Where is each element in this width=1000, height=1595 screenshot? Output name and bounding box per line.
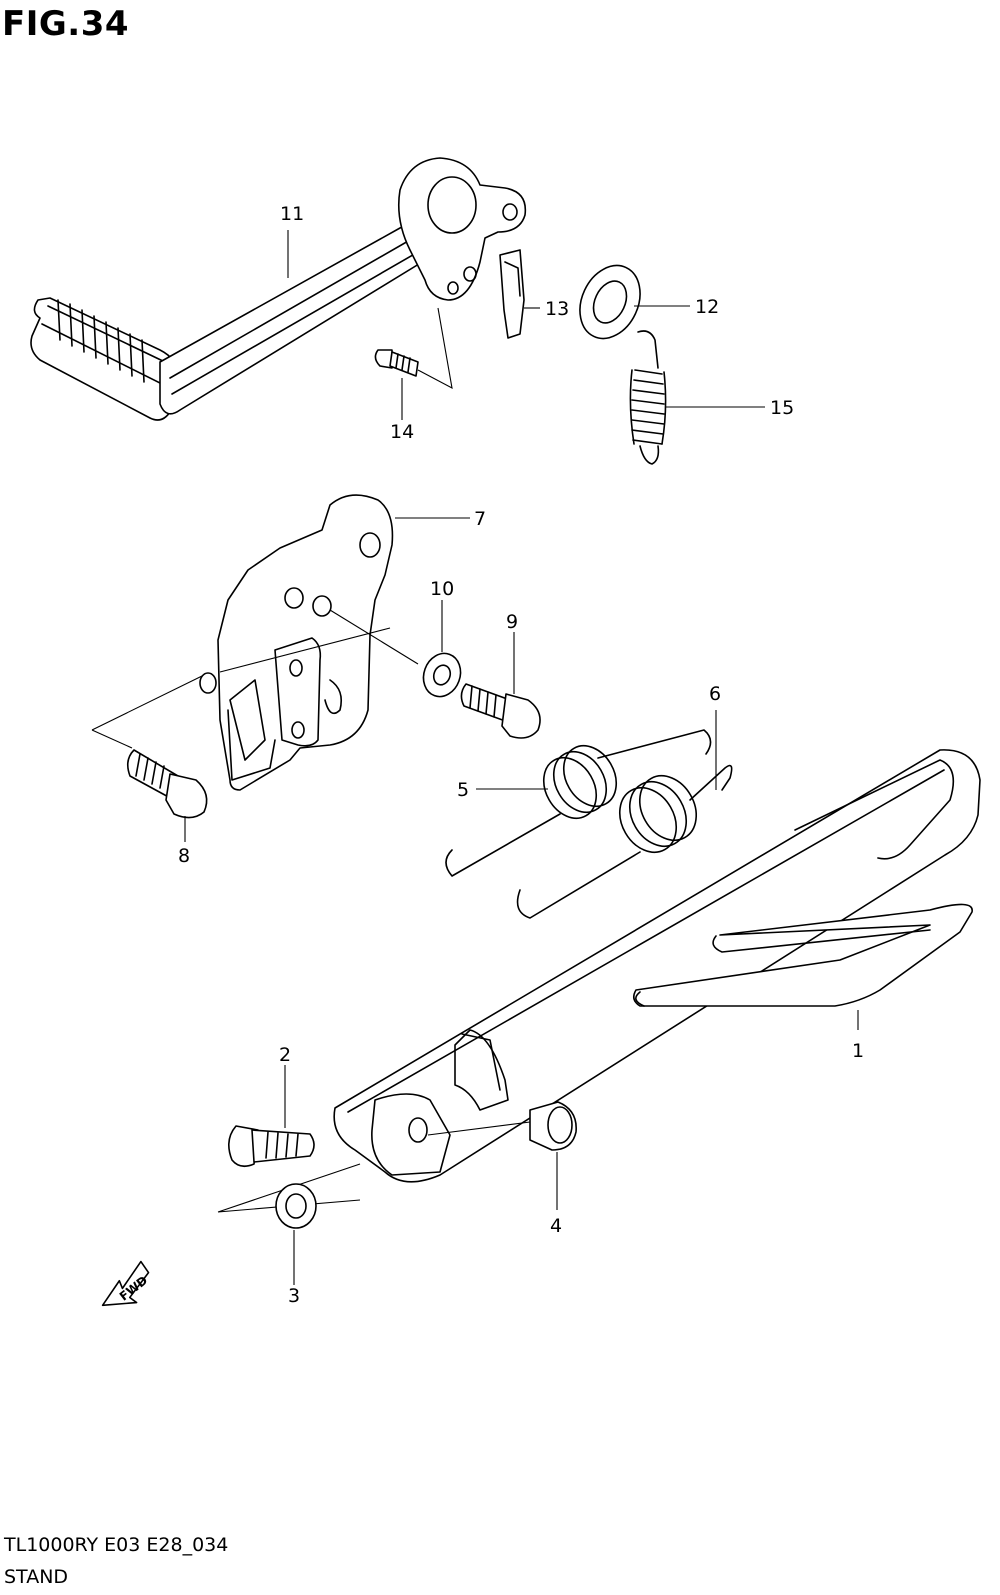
callout-14: 14 xyxy=(390,421,414,443)
part-3-washer: 3 xyxy=(275,1183,317,1307)
part-10-washer: 10 xyxy=(422,578,462,698)
figure-title: FIG.34 xyxy=(2,4,130,44)
part-15-spring: 15 xyxy=(629,330,794,465)
part-12-washer: 12 xyxy=(579,264,719,340)
callout-6: 6 xyxy=(709,683,721,705)
part-9-bolt: 9 xyxy=(460,611,541,739)
callout-1: 1 xyxy=(852,1040,864,1062)
callout-10: 10 xyxy=(430,578,454,600)
fwd-arrow-icon: FWD xyxy=(101,1260,150,1307)
callout-15: 15 xyxy=(770,397,794,419)
callout-3: 3 xyxy=(288,1285,300,1307)
part-13-clip: 13 xyxy=(499,249,569,339)
callout-2: 2 xyxy=(279,1044,291,1066)
callout-13: 13 xyxy=(545,298,569,320)
callout-4: 4 xyxy=(550,1215,562,1237)
part-14-bolt: 14 xyxy=(374,307,453,443)
callout-9: 9 xyxy=(506,611,518,633)
callout-8: 8 xyxy=(178,845,190,867)
callout-12: 12 xyxy=(695,296,719,318)
part-8-bolt: 8 xyxy=(126,749,208,867)
section-name: STAND xyxy=(4,1566,69,1588)
callout-5: 5 xyxy=(457,779,469,801)
part-2-bolt: 2 xyxy=(217,1044,361,1213)
part-11-lever: 11 xyxy=(30,157,527,421)
part-5-spring: 5 xyxy=(445,729,712,877)
part-6-spring: 6 xyxy=(516,683,733,919)
callout-7: 7 xyxy=(474,508,486,530)
part-4-collar: 4 xyxy=(529,1101,577,1237)
callout-11: 11 xyxy=(280,203,304,225)
model-code: TL1000RY E03 E28_034 xyxy=(4,1534,229,1556)
part-7-bracket: 7 xyxy=(91,494,486,791)
part-1-side-stand: 1 xyxy=(333,749,981,1183)
